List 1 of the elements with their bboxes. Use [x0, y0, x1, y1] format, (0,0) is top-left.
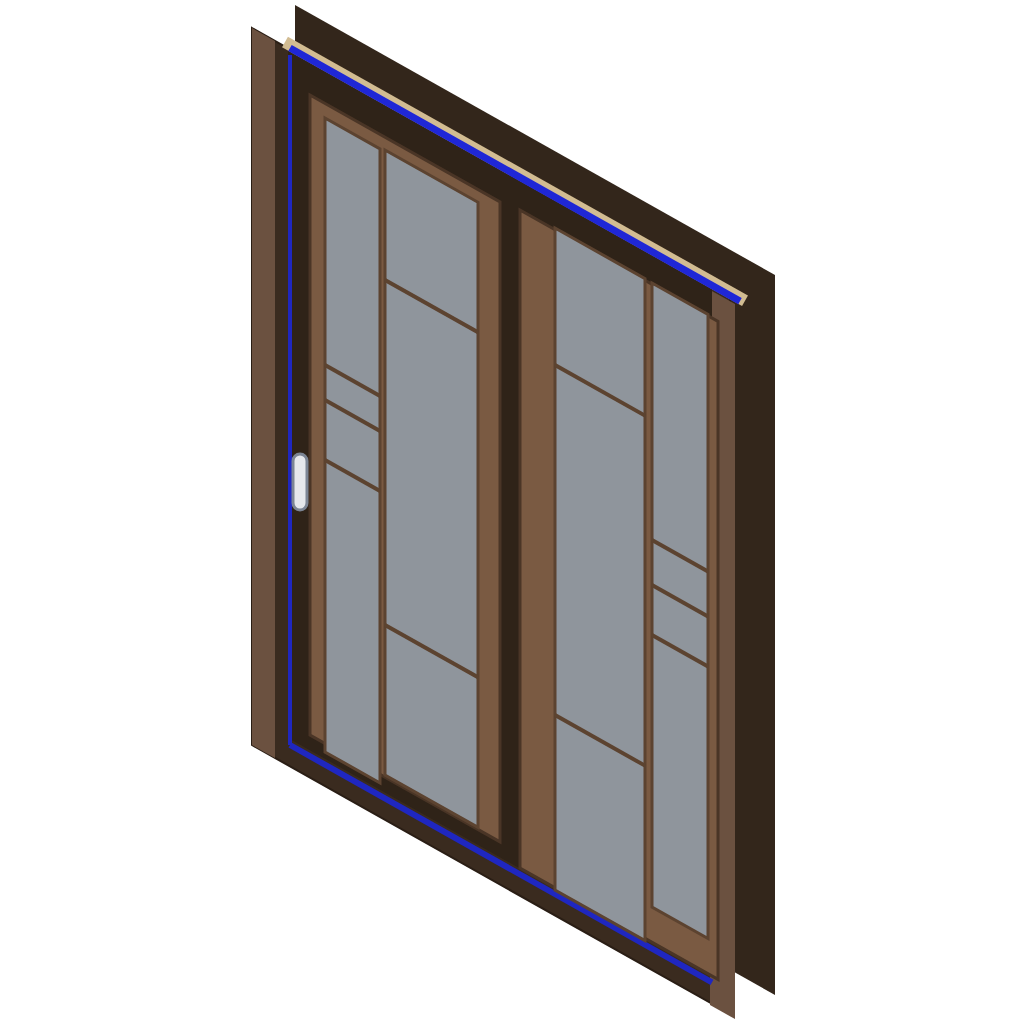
sliding-door-drawing [251, 5, 775, 1020]
